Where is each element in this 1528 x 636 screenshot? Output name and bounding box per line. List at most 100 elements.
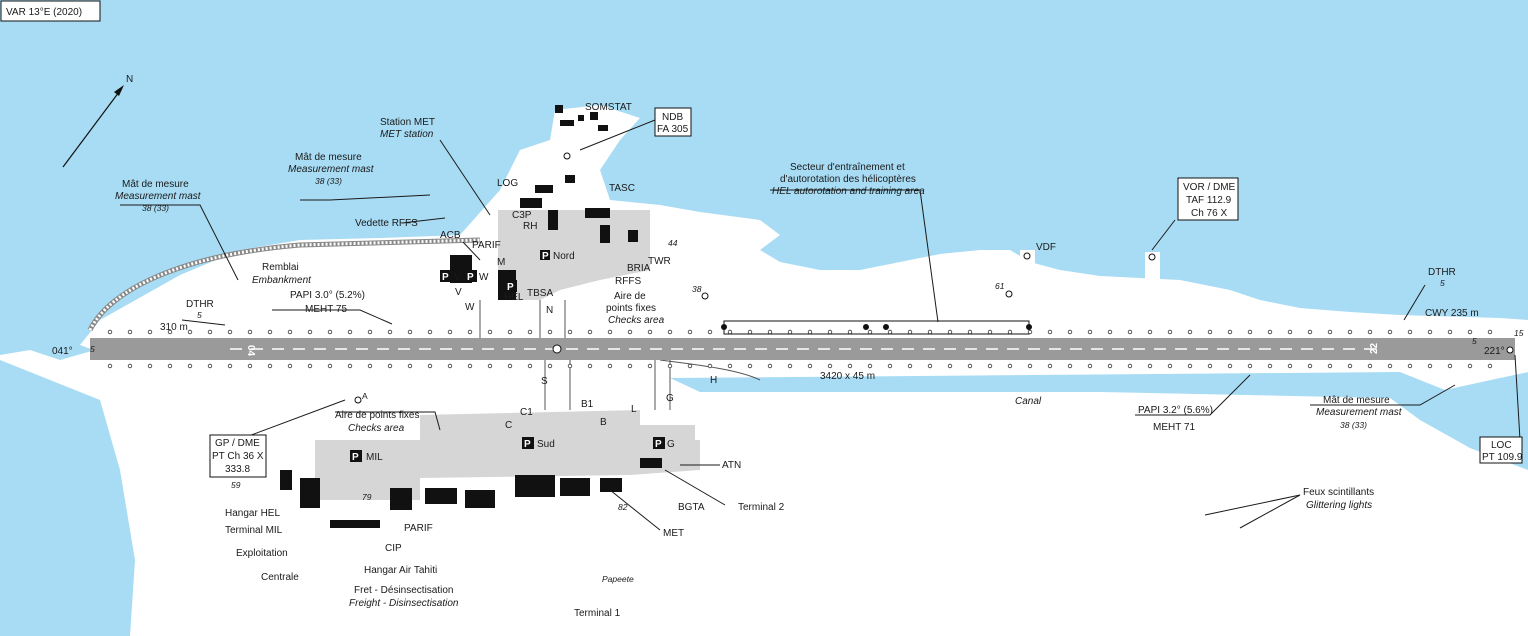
edge-light <box>927 363 933 369</box>
tbsa-label: TBSA <box>527 288 553 299</box>
edge-light <box>167 329 173 335</box>
papi-east-label: PAPI 3.2° (5.6%) <box>1138 405 1213 416</box>
edge-light <box>1427 363 1433 369</box>
edge-light <box>267 363 273 369</box>
twy-l-label: L <box>631 404 637 415</box>
park-v-p: P <box>442 272 449 283</box>
edge-light <box>107 329 113 335</box>
edge-light <box>387 329 393 335</box>
twy-h-label: H <box>710 375 717 386</box>
runway <box>90 320 1515 360</box>
loc-label: LOC <box>1491 440 1512 451</box>
fret-label: Fret - Désinsectisation <box>354 585 453 596</box>
edge-light <box>667 329 673 335</box>
edge-light <box>287 329 293 335</box>
edge-light <box>1127 329 1133 335</box>
edge-light <box>1347 363 1353 369</box>
edge-light <box>487 363 493 369</box>
edge-light <box>347 363 353 369</box>
edge-light <box>1487 363 1493 369</box>
edge-light <box>467 329 473 335</box>
park-hel-p: P <box>507 282 514 293</box>
edge-light <box>367 329 373 335</box>
edge-light <box>587 363 593 369</box>
gp-elev: 59 <box>231 480 241 490</box>
hel-area-label-en: HEL autorotation and training area <box>772 186 925 197</box>
gp-freq: 333.8 <box>225 464 250 475</box>
edge-light <box>207 329 213 335</box>
edge-light <box>787 329 793 335</box>
edge-light <box>1287 363 1293 369</box>
checks-north-label-2: points fixes <box>606 303 656 314</box>
edge-light <box>367 363 373 369</box>
edge-light <box>1307 329 1313 335</box>
edge-light <box>1207 329 1213 335</box>
edge-light <box>447 363 453 369</box>
edge-light <box>527 329 533 335</box>
edge-light <box>547 363 553 369</box>
edge-light <box>1367 363 1373 369</box>
mast-mid-label: Mât de mesure <box>295 152 362 163</box>
somstat-label: SOMSTAT <box>585 102 632 113</box>
twy-a-label: A <box>362 391 368 401</box>
elev-38: 38 <box>692 284 702 294</box>
edge-light <box>1107 329 1113 335</box>
papeete-label: Papeete <box>602 574 634 584</box>
runway-edge-lights <box>107 329 1493 369</box>
runway-end-west: 041° <box>52 346 73 357</box>
papi-west-meht: MEHT 75 <box>305 304 347 315</box>
edge-light <box>1207 363 1213 369</box>
bgta-label: BGTA <box>678 502 705 513</box>
edge-light <box>287 363 293 369</box>
twy-w-label: W <box>465 302 475 313</box>
edge-light <box>907 363 913 369</box>
edge-light <box>407 363 413 369</box>
remblai-label-en: Embankment <box>252 275 312 286</box>
edge-light <box>307 363 313 369</box>
park-w-p: P <box>467 272 474 283</box>
edge-light <box>187 363 193 369</box>
edge-light <box>1387 329 1393 335</box>
edge-light <box>247 363 253 369</box>
canal-label: Canal <box>1015 396 1042 407</box>
ndb-freq: FA 305 <box>657 124 689 135</box>
edge-light <box>947 329 953 335</box>
edge-light <box>527 363 533 369</box>
edge-light <box>127 363 133 369</box>
edge-light <box>207 363 213 369</box>
edge-light <box>507 363 513 369</box>
edge-light <box>807 363 813 369</box>
edge-light <box>547 329 553 335</box>
parif-north-label: PARIF <box>472 240 501 251</box>
edge-light <box>1167 363 1173 369</box>
edge-light <box>147 329 153 335</box>
dthr-west-val: 5 <box>197 310 202 320</box>
cip-label: CIP <box>385 543 402 554</box>
edge-light <box>227 363 233 369</box>
gp-label: GP / DME <box>215 438 260 449</box>
edge-light <box>1067 363 1073 369</box>
edge-light <box>1487 329 1493 335</box>
edge-light <box>267 329 273 335</box>
mast-west-elev: 38 (33) <box>142 203 169 213</box>
elev-79: 79 <box>362 492 372 502</box>
mast-west-label: Mât de mesure <box>122 179 189 190</box>
edge-light <box>227 329 233 335</box>
edge-light <box>907 329 913 335</box>
edge-light <box>1367 329 1373 335</box>
edge-light <box>1087 363 1093 369</box>
elev-82: 82 <box>618 502 628 512</box>
edge-light <box>987 363 993 369</box>
dthr-east-label: DTHR <box>1428 267 1456 278</box>
twy-g-label: G <box>666 393 674 404</box>
edge-light <box>567 363 573 369</box>
edge-light <box>567 329 573 335</box>
edge-light <box>1447 329 1453 335</box>
atn-label: ATN <box>722 460 741 471</box>
runway-elev-east: 5 <box>1472 336 1477 346</box>
c3p-label: C3P <box>512 210 532 221</box>
edge-light <box>1247 329 1253 335</box>
checks-north-label: Aire de <box>614 291 646 302</box>
terminal2-label: Terminal 2 <box>738 502 785 513</box>
glitter-label-en: Glittering lights <box>1306 500 1372 511</box>
